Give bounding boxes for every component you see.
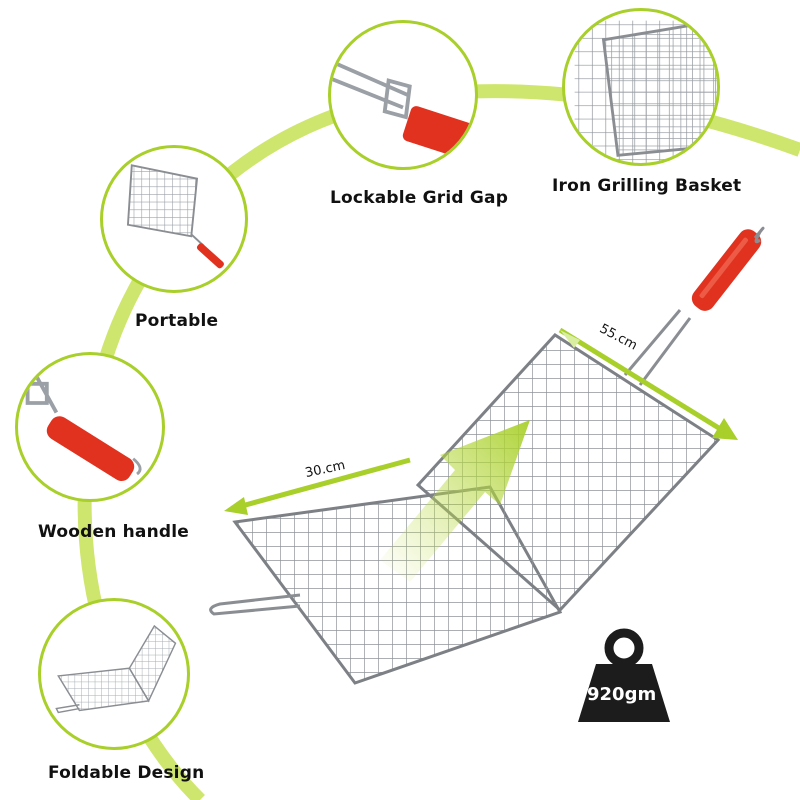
portable-circle — [100, 145, 248, 293]
length-arrow-icon — [558, 327, 738, 440]
width-arrow-icon — [224, 457, 411, 515]
wooden-handle-circle — [15, 352, 165, 502]
grill-mesh-icon — [574, 19, 717, 163]
wire-stem — [623, 309, 692, 386]
portable-label: Portable — [135, 311, 219, 331]
foldable-design-label: Foldable Design — [48, 763, 205, 783]
weight-value: 920gm — [587, 684, 657, 705]
wire-loop-handle — [209, 593, 301, 616]
wooden-handle-label: Wooden handle — [38, 522, 190, 542]
wooden-handle-icon — [25, 373, 142, 482]
red-wooden-handle — [691, 229, 762, 311]
lockable-grid-gap-circle — [328, 20, 478, 170]
fold-arrow-icon — [380, 420, 530, 582]
iron-grilling-basket-circle — [562, 8, 720, 166]
lock-clip-icon — [331, 59, 475, 162]
iron-grilling-basket-label: Iron Grilling Basket — [552, 176, 742, 196]
basket-with-handle-icon — [126, 164, 224, 269]
handle-hang-loop — [753, 226, 765, 244]
foldable-design-circle — [38, 598, 190, 750]
lockable-grid-gap-label: Lockable Grid Gap — [330, 188, 509, 208]
upper-grill-panel — [415, 333, 721, 613]
folded-basket-icon — [55, 624, 177, 714]
kettlebell-weight-icon — [578, 628, 670, 722]
